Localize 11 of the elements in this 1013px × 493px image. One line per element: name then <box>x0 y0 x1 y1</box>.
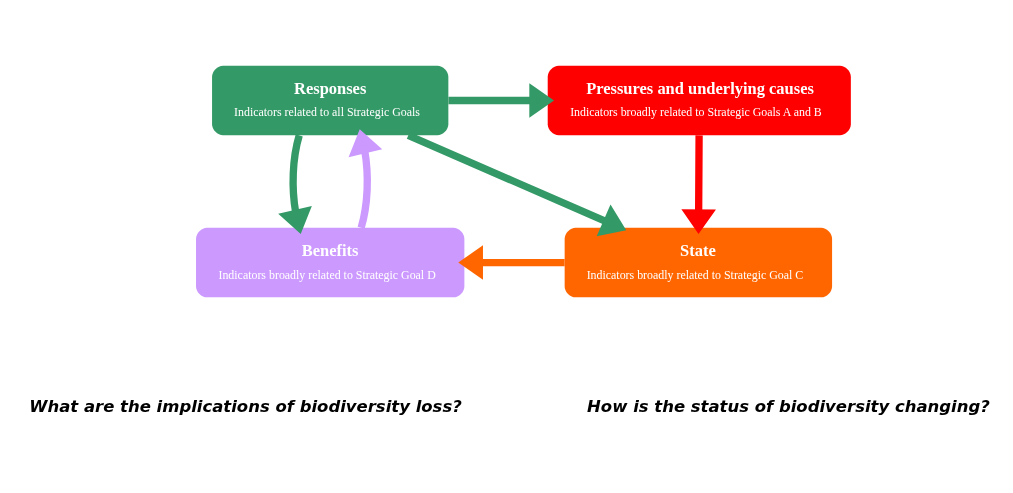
node-box: Responses Indicators related to all Strategic Goals <box>212 65 449 135</box>
node-box: Pressures and underlying causes Indicators broadly related to Strategic Goals A and B <box>547 65 851 135</box>
arrow <box>681 134 716 234</box>
node-box: State Indicators broadly related to Strategic Goal C <box>564 227 833 297</box>
arrow <box>278 133 312 234</box>
label: What are the implications of biodiversity loss? <box>29 396 462 416</box>
node-box: Benefits Indicators broadly related to Strategic Goal D <box>196 227 465 297</box>
label: How is the status of biodiversity changing? <box>587 396 990 416</box>
arrow <box>348 128 383 229</box>
arrow <box>458 244 565 280</box>
arrow <box>448 82 555 118</box>
